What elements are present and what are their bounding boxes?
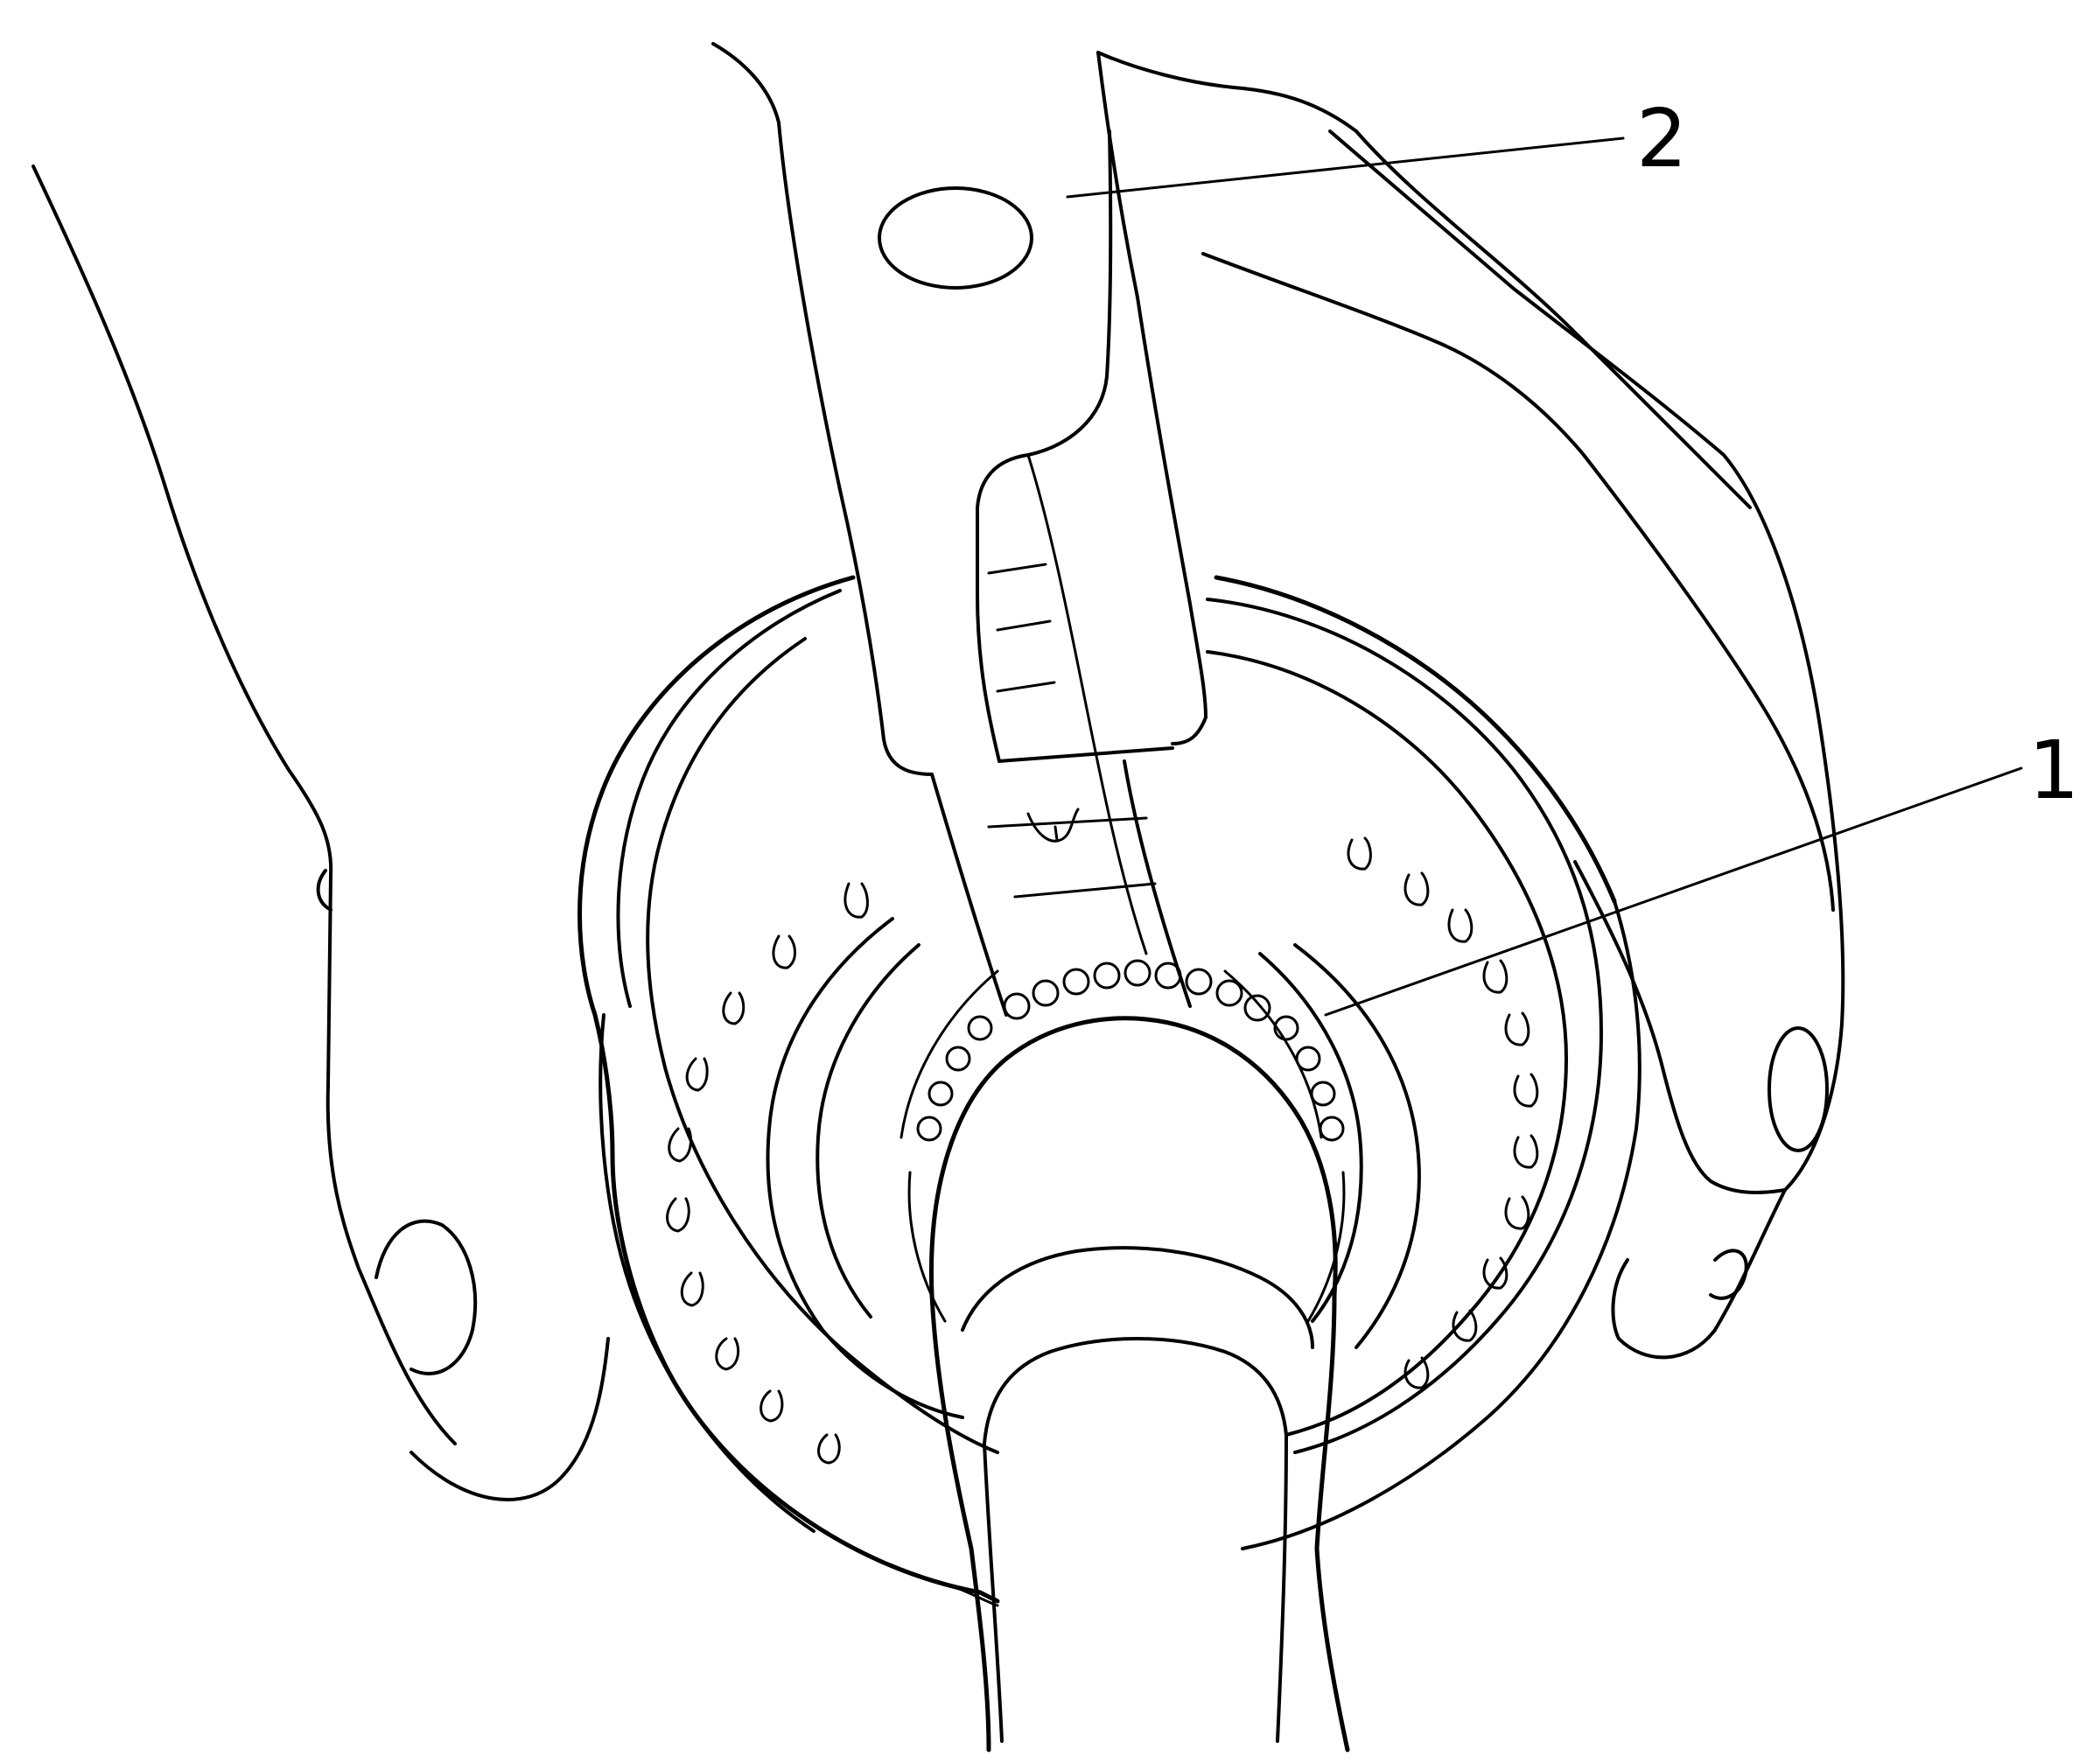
leader-lines [1066,136,2023,1017]
axle-shaft [928,1016,1350,1753]
callout-label-1: 1 [2028,724,2080,817]
tone-ring-teeth [666,882,869,1465]
callout-label-2: 2 [1636,92,1688,185]
hand [32,164,610,1501]
leader-line-2 [1066,136,1625,199]
snap-ring [907,959,1346,1323]
leader-line-1 [1324,766,2023,1017]
wheel-bearing [578,575,1642,1607]
tone-ring-teeth-right [1347,836,1539,1389]
snap-ring-pliers [711,42,1358,1017]
knuckle-housing [1201,129,1845,1360]
